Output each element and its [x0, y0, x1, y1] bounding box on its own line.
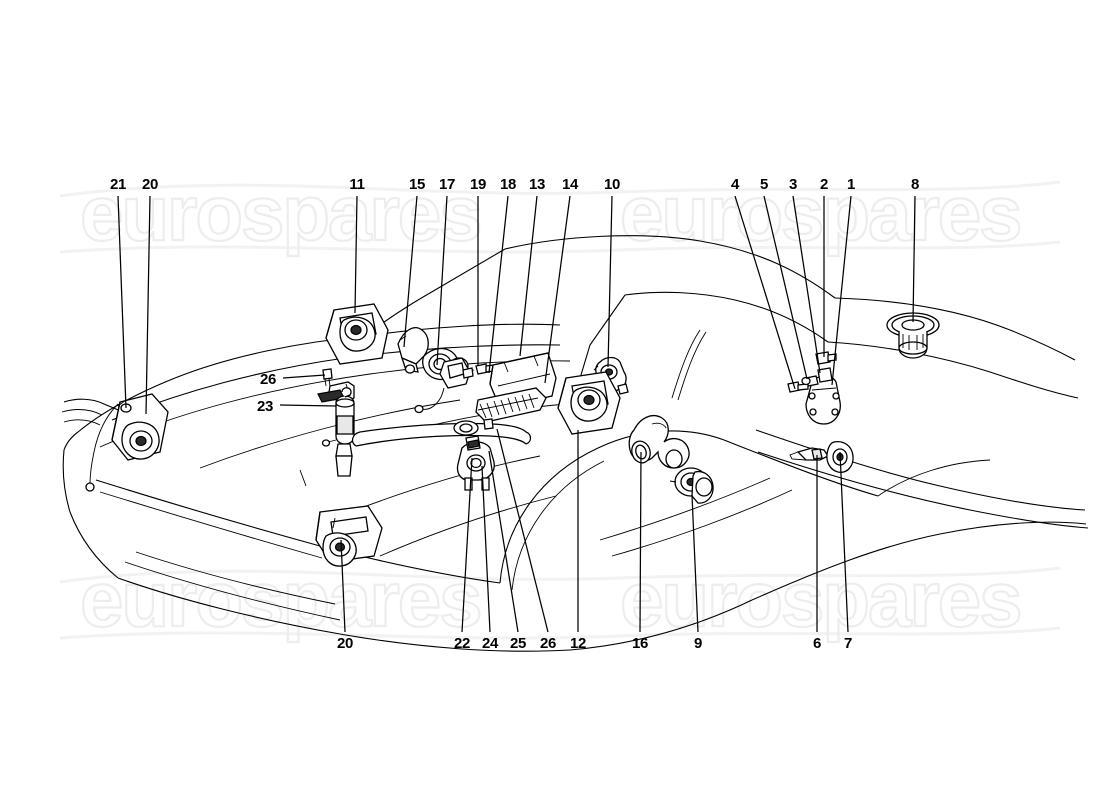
part-side-marker-lamp [669, 467, 714, 504]
callout-label-1: 1 [846, 176, 856, 193]
callout-label-13: 13 [528, 176, 546, 193]
part-loudspeaker [886, 312, 940, 359]
callout-label-18: 18 [499, 176, 517, 193]
callout-label-4: 4 [730, 176, 740, 193]
callout-label-26-upper: 26 [259, 371, 277, 388]
callout-label-14: 14 [561, 176, 579, 193]
part-horn-left [325, 303, 389, 365]
part-screw-26-upper [322, 368, 333, 387]
callout-label-8: 8 [910, 176, 920, 193]
callout-label-12: 12 [569, 635, 587, 652]
callout-label-9: 9 [693, 635, 703, 652]
part-fastener-18 [462, 367, 474, 379]
callout-label-19: 19 [469, 176, 487, 193]
part-connector-block [414, 357, 475, 414]
callout-label-20: 20 [141, 176, 159, 193]
callout-label-15: 15 [408, 176, 426, 193]
callout-label-26-lower: 26 [539, 635, 557, 652]
part-washer-fluid-pump [321, 387, 355, 477]
part-horn-right [557, 371, 621, 435]
part-headlamp-lower [315, 505, 383, 567]
callout-label-24: 24 [481, 635, 499, 652]
callout-label-11: 11 [349, 176, 365, 193]
callout-label-2: 2 [819, 176, 829, 193]
part-relay-bracket [397, 327, 469, 381]
callout-label-23: 23 [256, 398, 274, 415]
callout-label-3: 3 [788, 176, 798, 193]
callout-label-7: 7 [843, 635, 853, 652]
callout-label-16: 16 [631, 635, 649, 652]
part-washer-5 [801, 376, 811, 386]
part-washer-nozzle [465, 435, 481, 451]
callout-label-22: 22 [453, 635, 471, 652]
callout-label-10: 10 [603, 176, 621, 193]
part-wiper-linkage [351, 420, 532, 447]
leader-lines [117, 195, 916, 633]
callout-label-17: 17 [438, 176, 456, 193]
part-terminal-strip [475, 387, 547, 423]
callout-label-21: 21 [109, 176, 127, 193]
car-body-outline [61, 235, 1089, 652]
callout-label-25: 25 [509, 635, 527, 652]
part-screw-26-lower [483, 418, 494, 430]
callout-label-20-bottom: 20 [336, 635, 354, 652]
callout-label-6: 6 [812, 635, 822, 652]
callout-label-5: 5 [759, 176, 769, 193]
